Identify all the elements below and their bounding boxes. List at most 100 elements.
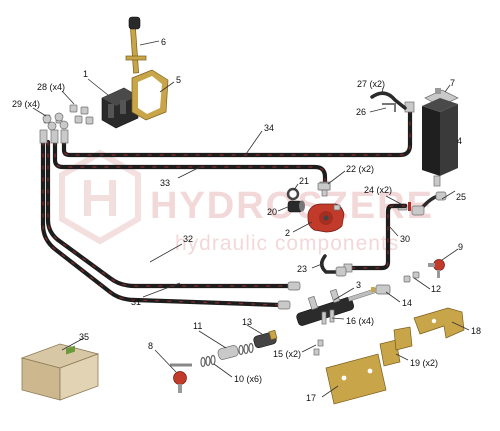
label-14: 14	[385, 291, 412, 308]
label-16: 16 (x4)	[331, 316, 374, 326]
label-25-text: 25	[456, 192, 466, 202]
label-7-text: 7	[450, 78, 455, 88]
label-9-text: 9	[458, 242, 463, 252]
label-6-text: 6	[161, 37, 166, 47]
watermark: HYDROSZERE hydraulic components	[59, 149, 432, 255]
label-20: 20	[267, 205, 291, 217]
label-35: 35	[61, 332, 89, 351]
label-32: 32	[149, 234, 193, 263]
part-3-steering-cylinder	[296, 287, 379, 326]
label-13-text: 13	[242, 317, 252, 327]
label-32-text: 32	[183, 234, 193, 244]
label-24-text: 24 (x2)	[364, 185, 392, 195]
label-6: 6	[139, 37, 166, 47]
label-30: 30	[388, 225, 410, 244]
part-11-sleeve	[217, 345, 239, 360]
label-33-text: 33	[160, 178, 170, 188]
label-10: 10 (x6)	[213, 363, 262, 384]
label-1-text: 1	[83, 69, 88, 79]
label-2: 2	[285, 221, 313, 238]
label-4-text: 4	[457, 136, 462, 146]
label-23: 23	[297, 263, 323, 274]
part-2-hydraulic-pump	[307, 203, 345, 233]
watermark-tagline: hydraulic components	[175, 232, 399, 255]
label-5-text: 5	[176, 75, 181, 85]
part-6-lever	[125, 16, 147, 74]
label-25: 25	[441, 190, 466, 202]
part-28-fittings	[69, 104, 94, 125]
label-1: 1	[83, 69, 109, 96]
label-35-text: 35	[79, 332, 89, 342]
label-23-text: 23	[297, 264, 307, 274]
label-28-text: 28 (x4)	[37, 82, 65, 92]
label-9: 9	[441, 242, 463, 261]
label-15: 15 (x2)	[273, 344, 317, 359]
label-12-text: 12	[431, 284, 441, 294]
label-11: 11	[193, 321, 227, 349]
label-17-text: 17	[306, 393, 316, 403]
label-34: 34	[245, 123, 274, 155]
label-28: 28 (x4)	[37, 82, 75, 105]
part-35-box	[20, 343, 100, 401]
label-3: 3	[333, 280, 361, 301]
label-4: 4	[456, 136, 462, 146]
part-18-bracket	[413, 307, 465, 339]
hose-32	[45, 139, 301, 291]
part-29-fittings	[42, 112, 69, 131]
part-4-oil-tank	[422, 98, 458, 187]
part-23-elbow	[320, 254, 347, 277]
label-21: 21	[293, 176, 309, 191]
part-25-elbow	[411, 191, 447, 216]
label-17: 17	[306, 385, 339, 403]
part-16-bolts	[321, 309, 335, 325]
part-21-ring	[286, 187, 300, 201]
label-13: 13	[242, 317, 263, 335]
label-26-text: 26	[356, 107, 366, 117]
label-31-text: 31	[131, 297, 141, 307]
label-33: 33	[160, 166, 201, 188]
part-10-washers	[200, 342, 254, 368]
label-34-text: 34	[264, 123, 274, 133]
label-24: 24 (x2)	[364, 185, 402, 205]
label-18: 18	[451, 321, 481, 336]
label-7: 7	[444, 78, 455, 93]
label-3-text: 3	[356, 280, 361, 290]
part-20-coupling	[287, 200, 305, 213]
part-13-joint	[253, 329, 278, 349]
label-20-text: 20	[267, 207, 277, 217]
part-12-bushings	[403, 271, 420, 283]
label-27-text: 27 (x2)	[357, 79, 385, 89]
label-11-text: 11	[193, 321, 202, 331]
hose-31	[40, 139, 291, 310]
label-21-text: 21	[299, 176, 309, 186]
part-26-clip	[382, 103, 396, 112]
label-19: 19 (x2)	[395, 353, 438, 368]
label-16-text: 16 (x4)	[346, 316, 374, 326]
label-29: 29 (x4)	[12, 99, 47, 117]
part-1-control-valve	[101, 87, 139, 129]
part-9-tie-rod-end	[428, 259, 445, 278]
label-14-text: 14	[402, 298, 412, 308]
part-15-studs	[313, 339, 324, 356]
label-2-text: 2	[285, 228, 290, 238]
label-8-text: 8	[148, 341, 153, 351]
label-15-text: 15 (x2)	[273, 349, 301, 359]
label-30-text: 30	[400, 234, 410, 244]
part-19-brackets	[379, 326, 413, 367]
part-5-bracket	[131, 69, 169, 121]
part-17-mounting-plate	[325, 353, 387, 405]
label-26: 26	[356, 107, 387, 117]
part-14-ball-joint	[371, 284, 391, 295]
label-22-text: 22 (x2)	[346, 164, 374, 174]
label-29-text: 29 (x4)	[12, 99, 40, 109]
label-27: 27 (x2)	[357, 79, 385, 95]
label-31: 31	[131, 282, 181, 307]
part-27-pipe	[370, 91, 407, 110]
label-10-text: 10 (x6)	[234, 374, 262, 384]
label-22: 22 (x2)	[327, 164, 374, 185]
part-22-fittings	[317, 182, 331, 197]
label-19-text: 19 (x2)	[410, 358, 438, 368]
label-8: 8	[148, 341, 177, 373]
label-5: 5	[159, 75, 181, 93]
